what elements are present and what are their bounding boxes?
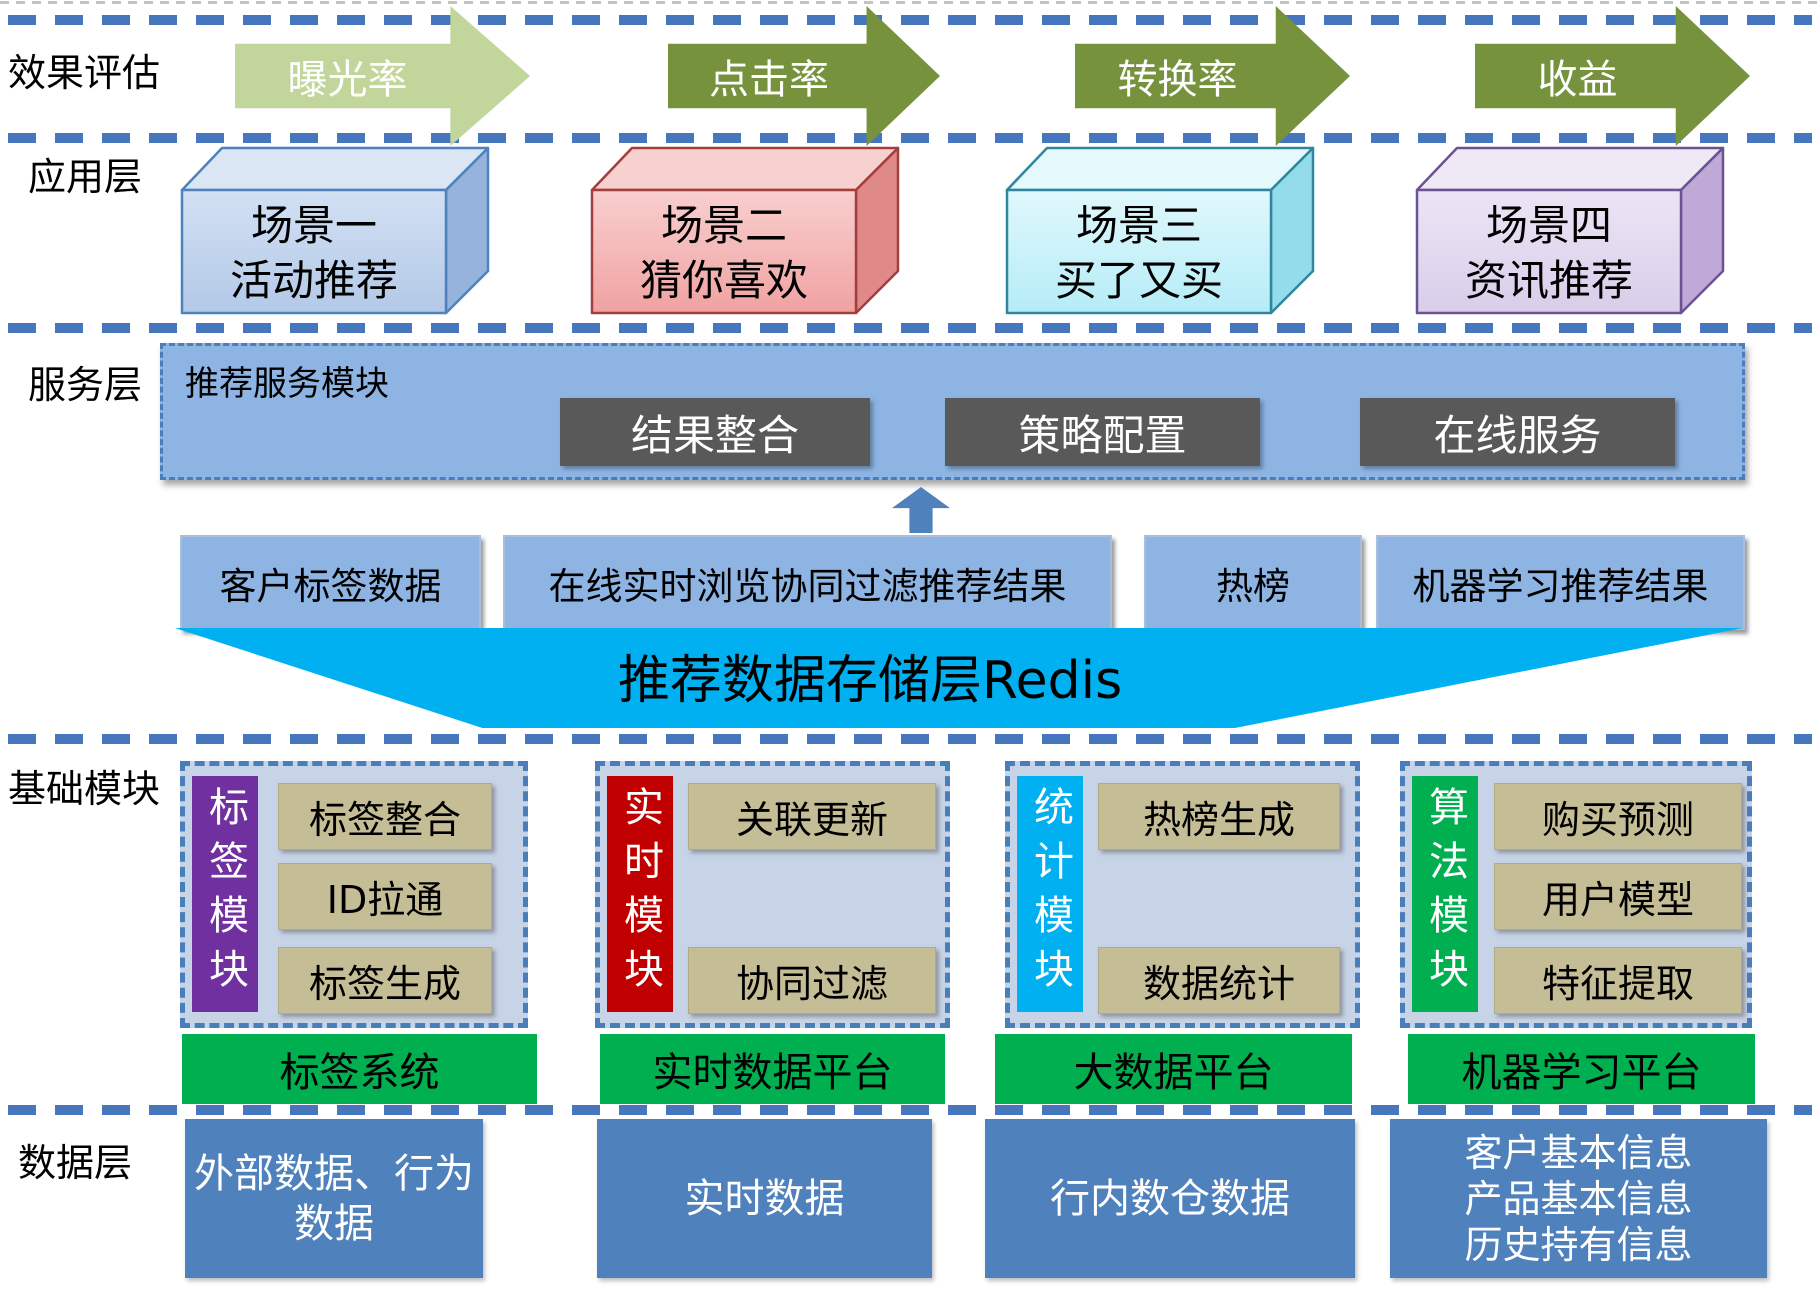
cube-top-face	[1005, 146, 1315, 192]
cube-front-face	[1005, 188, 1273, 315]
module-item-hotlist-generate: 热榜生成	[1098, 783, 1340, 850]
cube-front-face	[180, 188, 448, 315]
module-item-feature-extract: 特征提取	[1494, 947, 1742, 1014]
evaluation-arrow-label: 收益	[1537, 57, 1618, 103]
service-item-result-merge: 结果整合	[560, 398, 870, 466]
scene-cube-2	[590, 146, 900, 315]
data-box-customer-product-history: 客户基本信息 产品基本信息 历史持有信息	[1390, 1119, 1767, 1278]
data-box-warehouse: 行内数仓数据	[985, 1119, 1355, 1278]
scene-cube-4-text: 场景四 资讯推荐	[1417, 192, 1681, 313]
scene-title: 场景三	[1075, 200, 1202, 250]
service-item-online-service: 在线服务	[1360, 398, 1675, 466]
evaluation-arrow-exposure: 曝光率	[235, 6, 530, 146]
scene-subtitle: 买了又买	[1054, 255, 1223, 305]
scene-subtitle: 活动推荐	[229, 255, 398, 305]
module-item-tag-generate: 标签生成	[278, 947, 492, 1014]
row-label-evaluation: 效果评估	[8, 51, 161, 95]
module-item-id-link: ID拉通	[278, 863, 492, 930]
scene-cube-3-text: 场景三 买了又买	[1007, 192, 1271, 313]
evaluation-arrow-click: 点击率	[668, 6, 940, 146]
section-divider-3	[8, 323, 1812, 333]
redis-storage-label: 推荐数据存储层Redis	[617, 651, 1123, 711]
platform-bar-tag-system: 标签系统	[182, 1034, 537, 1104]
row-label-service: 服务层	[28, 363, 143, 407]
cache-box-ml-results: 机器学习推荐结果	[1376, 535, 1745, 630]
section-divider-2	[8, 133, 1812, 143]
up-arrow-icon	[892, 487, 950, 533]
module-item-association-update: 关联更新	[688, 783, 936, 850]
cube-top-face	[590, 146, 900, 192]
evaluation-arrow-label: 点击率	[709, 57, 829, 103]
service-item-strategy-config: 策略配置	[945, 398, 1260, 466]
scene-cube-3	[1005, 146, 1315, 315]
module-bar-realtime: 实时模块	[607, 776, 673, 1012]
cache-box-realtime-cf-results: 在线实时浏览协同过滤推荐结果	[503, 535, 1112, 630]
scene-subtitle: 资讯推荐	[1464, 255, 1633, 305]
scene-cube-1-text: 场景一 活动推荐	[182, 192, 446, 313]
platform-bar-realtime-data: 实时数据平台	[600, 1034, 945, 1104]
module-item-user-model: 用户模型	[1494, 863, 1742, 930]
module-item-tag-merge: 标签整合	[278, 783, 492, 850]
section-divider-1	[8, 15, 1812, 25]
cube-top-face	[180, 146, 490, 192]
module-item-collaborative-filter: 协同过滤	[688, 947, 936, 1014]
module-item-purchase-predict: 购买预测	[1494, 783, 1742, 850]
module-bar-tags: 标签模块	[192, 776, 258, 1012]
data-box-realtime: 实时数据	[597, 1119, 932, 1278]
cache-box-customer-tags: 客户标签数据	[180, 535, 481, 630]
cube-front-face	[1415, 188, 1683, 315]
platform-bar-ml: 机器学习平台	[1408, 1034, 1755, 1104]
scene-title: 场景一	[250, 200, 377, 250]
section-divider-4	[8, 734, 1812, 744]
service-module-title: 推荐服务模块	[185, 364, 389, 404]
row-label-foundation: 基础模块	[8, 767, 161, 811]
cube-front-face	[590, 188, 858, 315]
platform-bar-bigdata: 大数据平台	[995, 1034, 1352, 1104]
module-bar-algorithm: 算法模块	[1412, 776, 1478, 1012]
evaluation-arrow-revenue: 收益	[1475, 6, 1750, 146]
evaluation-arrow-label: 曝光率	[287, 57, 408, 103]
scene-title: 场景二	[660, 200, 787, 250]
cache-box-hot-list: 热榜	[1144, 535, 1362, 630]
scene-title: 场景四	[1485, 200, 1612, 250]
scene-cube-1	[180, 146, 490, 315]
row-label-data: 数据层	[18, 1141, 133, 1185]
scene-cube-4	[1415, 146, 1725, 315]
module-bar-statistics: 统计模块	[1017, 776, 1083, 1012]
evaluation-arrow-conversion: 转换率	[1075, 6, 1350, 146]
section-divider-5	[8, 1105, 1812, 1115]
top-dotted-divider	[0, 1, 1819, 4]
module-item-data-statistics: 数据统计	[1098, 947, 1340, 1014]
cube-top-face	[1415, 146, 1725, 192]
scene-subtitle: 猜你喜欢	[639, 255, 808, 305]
row-label-application: 应用层	[28, 155, 143, 199]
data-box-external-behavior: 外部数据、行为数据	[185, 1119, 483, 1278]
scene-cube-2-text: 场景二 猜你喜欢	[592, 192, 856, 313]
evaluation-arrow-label: 转换率	[1117, 57, 1238, 103]
